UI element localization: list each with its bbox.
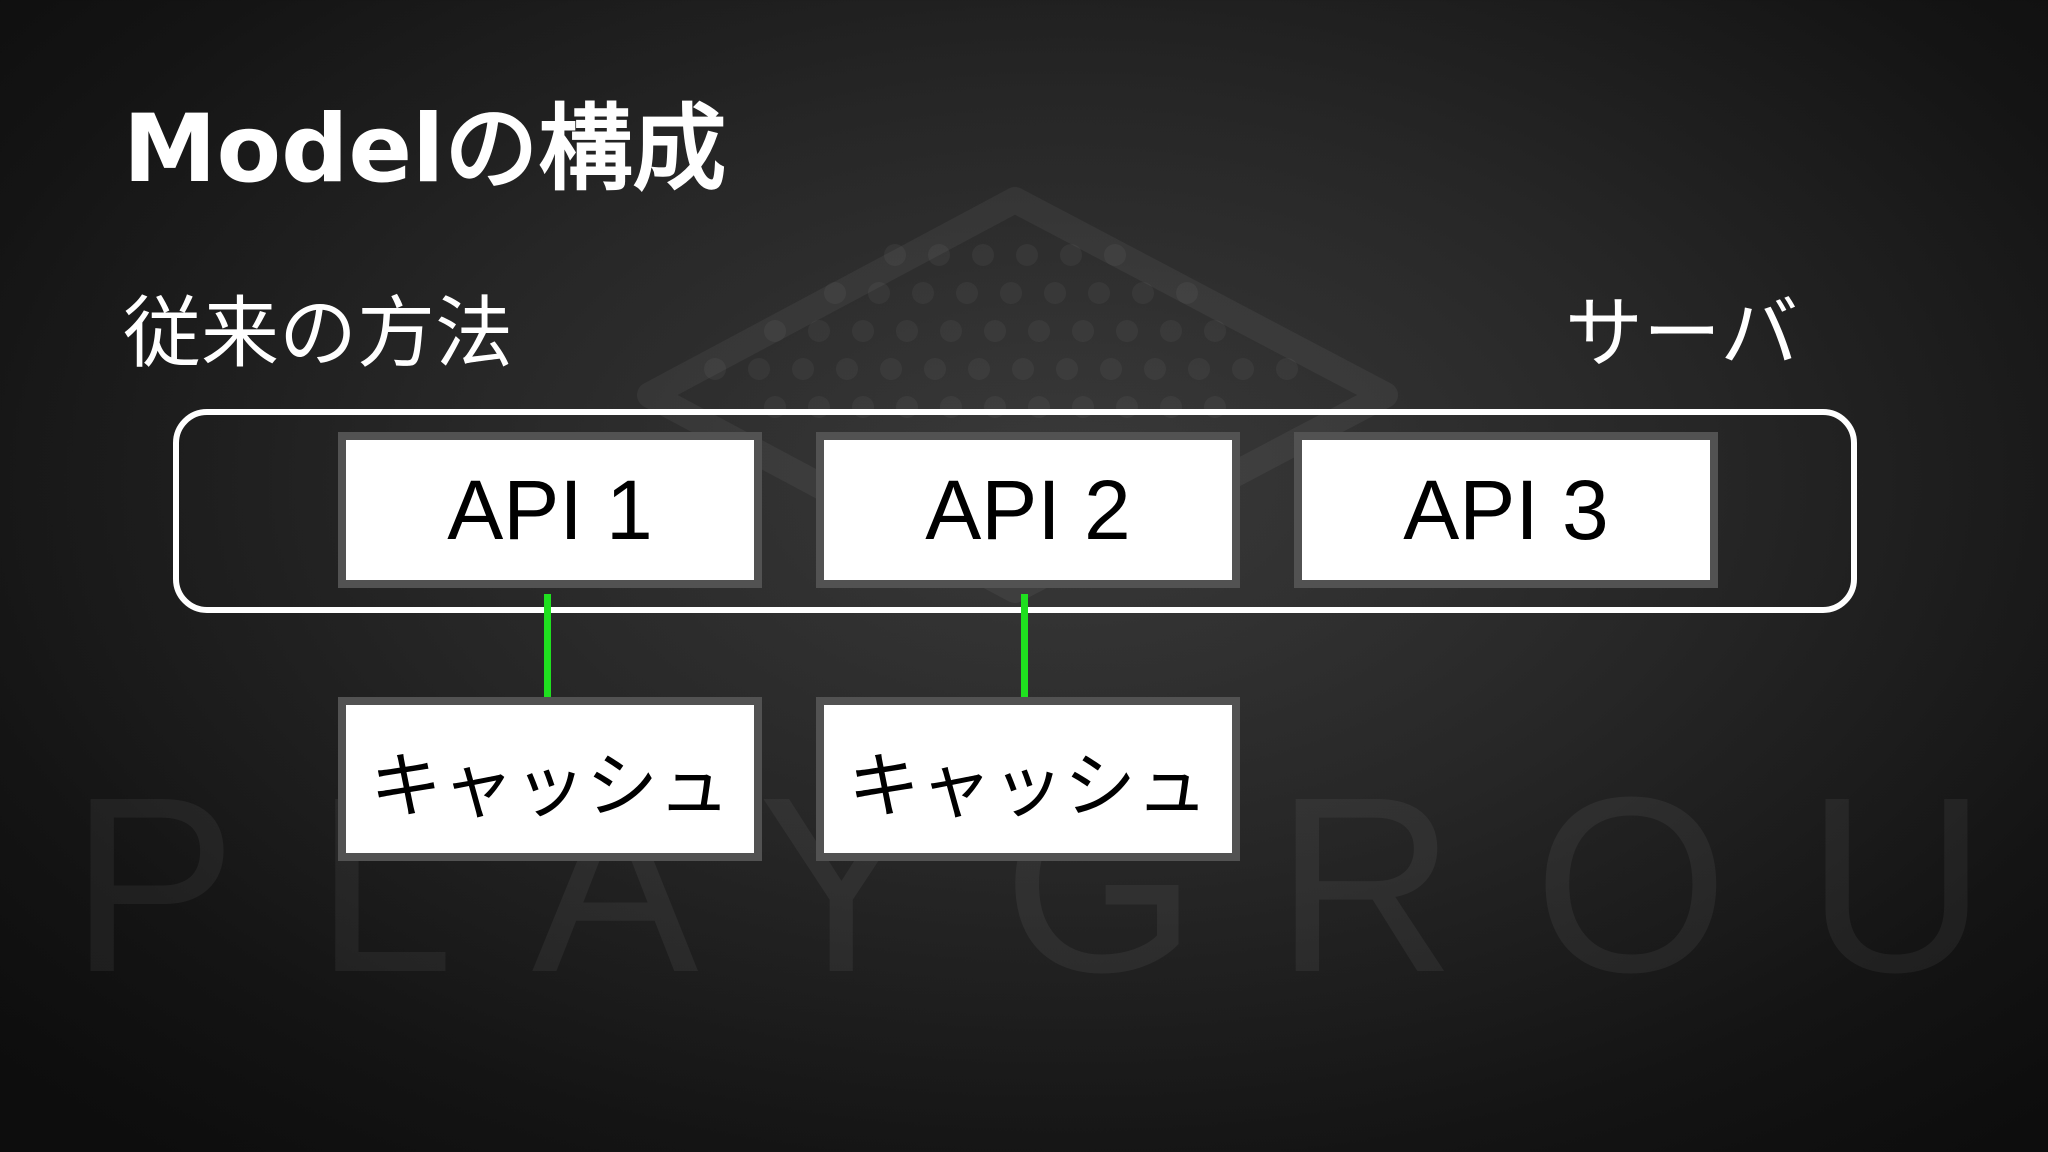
api-1-cache-connector [544, 594, 551, 700]
server-frame [173, 409, 1857, 613]
api-2-box: API 2 [816, 432, 1240, 588]
slide-title: Modelの構成 [123, 95, 727, 204]
server-label: サーバ [1565, 289, 1799, 379]
cache-1-box: キャッシュ [338, 697, 762, 861]
api-1-box: API 1 [338, 432, 762, 588]
api-3-box: API 3 [1294, 432, 1718, 588]
legacy-method-label: 従来の方法 [123, 289, 514, 379]
cache-2-box: キャッシュ [816, 697, 1240, 861]
api-2-cache-connector [1021, 594, 1028, 700]
